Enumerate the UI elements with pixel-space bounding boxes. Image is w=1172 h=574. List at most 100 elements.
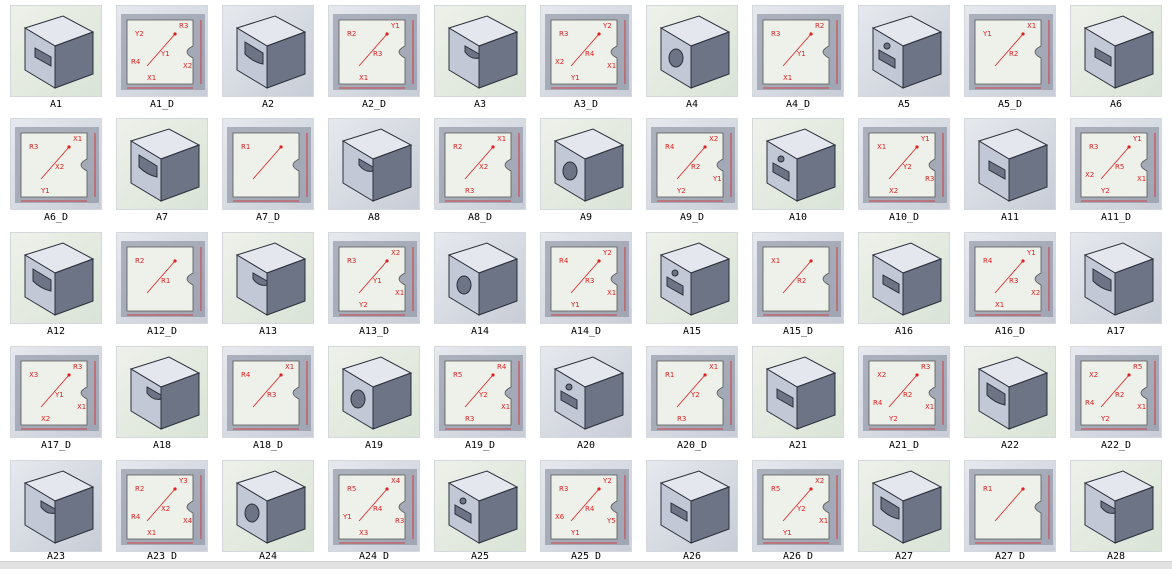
gallery-item[interactable]: A10 [752,118,844,232]
thumbnail[interactable] [434,5,526,97]
thumbnail[interactable] [858,232,950,324]
gallery-item[interactable]: A4 [646,5,738,119]
horizontal-scrollbar[interactable] [0,561,1172,569]
gallery-item[interactable]: A14 [434,232,526,346]
gallery-item[interactable]: A19 [328,346,420,460]
thumbnail[interactable] [328,118,420,210]
gallery-item[interactable]: A11 [964,118,1056,232]
thumbnail[interactable] [964,346,1056,438]
gallery-item[interactable]: A13 [222,232,314,346]
gallery-item[interactable]: A8 [328,118,420,232]
thumbnail[interactable] [1070,5,1162,97]
gallery-item[interactable]: A23 [10,460,102,574]
gallery-item[interactable]: A18 [116,346,208,460]
gallery-item[interactable]: A26 [646,460,738,574]
thumbnail[interactable] [752,118,844,210]
thumbnail[interactable] [1070,232,1162,324]
thumbnail[interactable] [858,5,950,97]
gallery-item[interactable]: A3 [434,5,526,119]
gallery-item[interactable]: A25 [434,460,526,574]
thumbnail[interactable] [222,5,314,97]
gallery-item[interactable]: A22 [964,346,1056,460]
gallery-item[interactable]: A27 [858,460,950,574]
thumbnail[interactable] [646,5,738,97]
thumbnail[interactable] [540,346,632,438]
gallery-item[interactable]: A2 [222,5,314,119]
gallery-item[interactable]: A6 [1070,5,1162,119]
gallery-item[interactable]: A28 [1070,460,1162,574]
gallery-item[interactable]: A17 [1070,232,1162,346]
gallery-item[interactable]: A21 [752,346,844,460]
thumbnail[interactable] [434,460,526,552]
gallery-item[interactable]: A9 [540,118,632,232]
thumbnail[interactable] [222,460,314,552]
gallery-item[interactable]: A1 [10,5,102,119]
gallery-item[interactable]: A20 [540,346,632,460]
thumbnail[interactable] [328,346,420,438]
gallery-item[interactable]: A12 [10,232,102,346]
thumbnail[interactable] [1070,460,1162,552]
thumbnail[interactable] [646,460,738,552]
thumbnail[interactable]: R1 [222,118,314,210]
thumbnail[interactable] [10,5,102,97]
gallery-item[interactable]: A24 [222,460,314,574]
thumbnail[interactable] [116,346,208,438]
thumbnail[interactable] [10,232,102,324]
thumbnail[interactable] [116,118,208,210]
thumbnail[interactable] [10,460,102,552]
thumbnail[interactable] [964,118,1056,210]
thumbnail[interactable] [434,232,526,324]
gallery-item[interactable]: A15 [646,232,738,346]
thumbnail[interactable] [752,346,844,438]
thumbnail[interactable] [646,232,738,324]
thumbnail[interactable] [222,232,314,324]
thumbnail[interactable]: R1 [964,460,1056,552]
gallery-item[interactable]: A5 [858,5,950,119]
